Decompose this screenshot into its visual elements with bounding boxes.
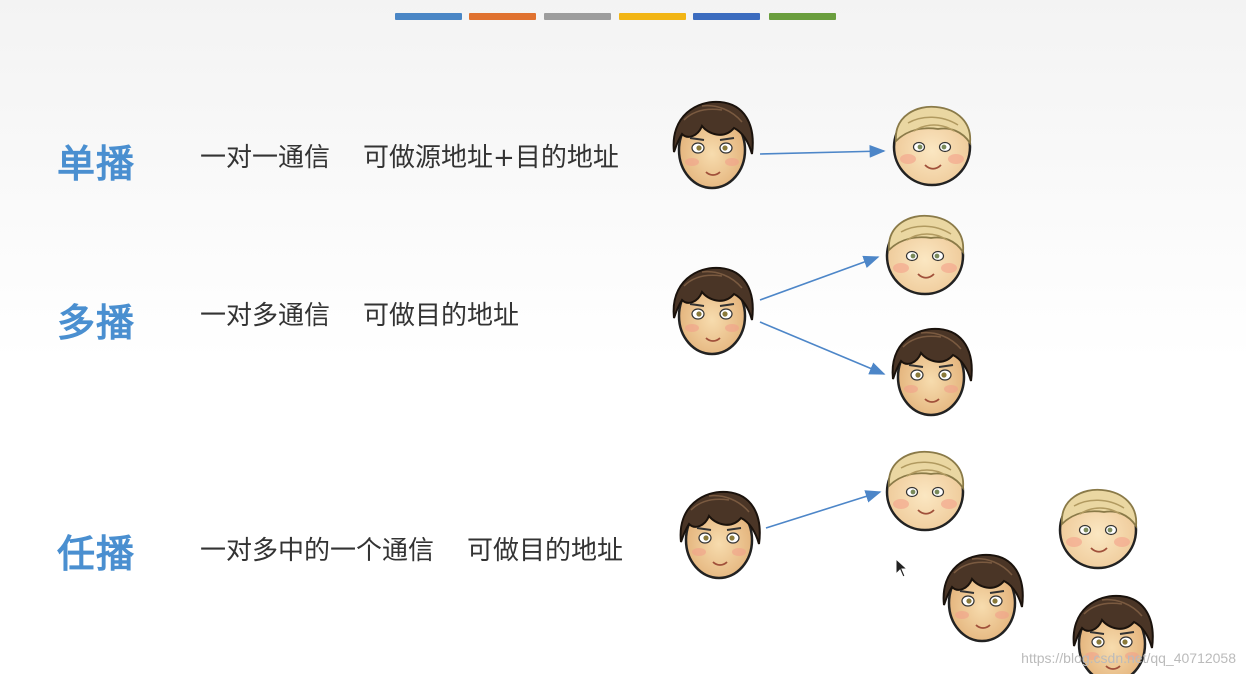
unicast-title: 单播 (57, 142, 136, 186)
anycast-title: 任播 (57, 532, 136, 576)
multicast-sender-face-icon (672, 266, 755, 356)
multicast-receiver-2-face-icon (891, 327, 974, 417)
accent-bar-gray (544, 13, 611, 20)
unicast-arrow-icon (759, 144, 886, 158)
accent-bar-yellow (619, 13, 686, 20)
unicast-sender-face-icon (672, 100, 755, 190)
anycast-arrow-icon (765, 490, 882, 529)
multicast-receiver-1-face-icon (885, 214, 965, 296)
anycast-member-3-face-icon (1058, 488, 1138, 570)
mouse-cursor-icon (895, 558, 909, 578)
multicast-arrow-1-icon (759, 255, 880, 301)
accent-bar-orange (469, 13, 536, 20)
multicast-arrow-2-icon (759, 321, 886, 375)
accent-bar-dark-blue (693, 13, 760, 20)
anycast-description: 一对多中的一个通信 可做目的地址 (200, 536, 624, 566)
unicast-description: 一对一通信 可做源地址+目的地址 (200, 143, 619, 173)
watermark: https://blog.csdn.net/qq_40712058 (1021, 650, 1236, 666)
accent-bar-green (769, 13, 836, 20)
multicast-title: 多播 (57, 301, 136, 345)
anycast-receiver-face-icon (885, 450, 965, 532)
anycast-sender-face-icon (679, 490, 762, 580)
accent-bar-blue (395, 13, 462, 20)
anycast-member-2-face-icon (942, 553, 1025, 643)
multicast-description: 一对多通信 可做目的地址 (200, 301, 520, 331)
unicast-receiver-face-icon (892, 105, 972, 187)
